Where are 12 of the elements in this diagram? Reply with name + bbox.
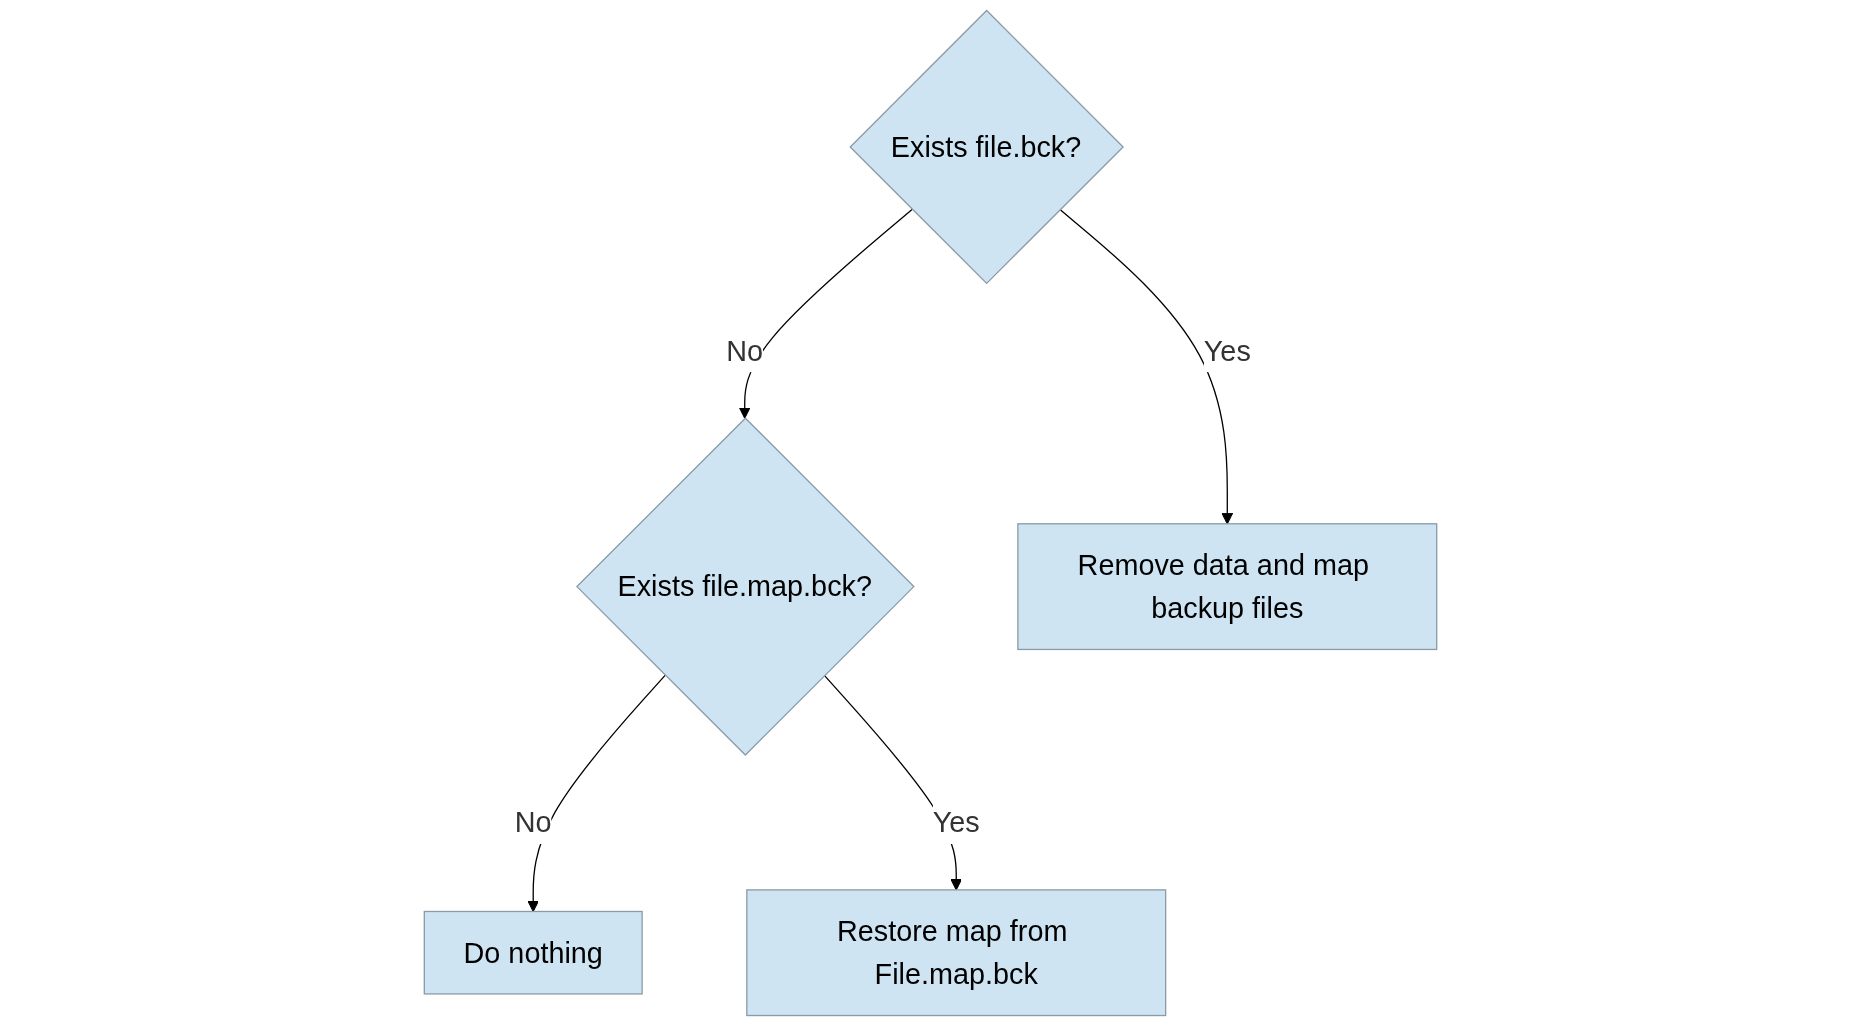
node-diamond: Exists file.map.bck?: [576, 417, 915, 756]
node-box: Remove data and map backup files: [1017, 523, 1438, 651]
node-box: Do nothing: [423, 910, 643, 995]
edge-label: No: [726, 334, 764, 368]
node-diamond: Exists file.bck?: [849, 9, 1125, 285]
arrow: [738, 208, 913, 419]
edge-label: Yes: [932, 806, 980, 839]
edge-label: Yes: [1203, 334, 1251, 368]
arrow: [527, 674, 666, 912]
edge-label: No: [514, 806, 552, 839]
arrow: [1059, 208, 1234, 525]
node-box: Restore map from File.map.bck: [746, 889, 1167, 1017]
